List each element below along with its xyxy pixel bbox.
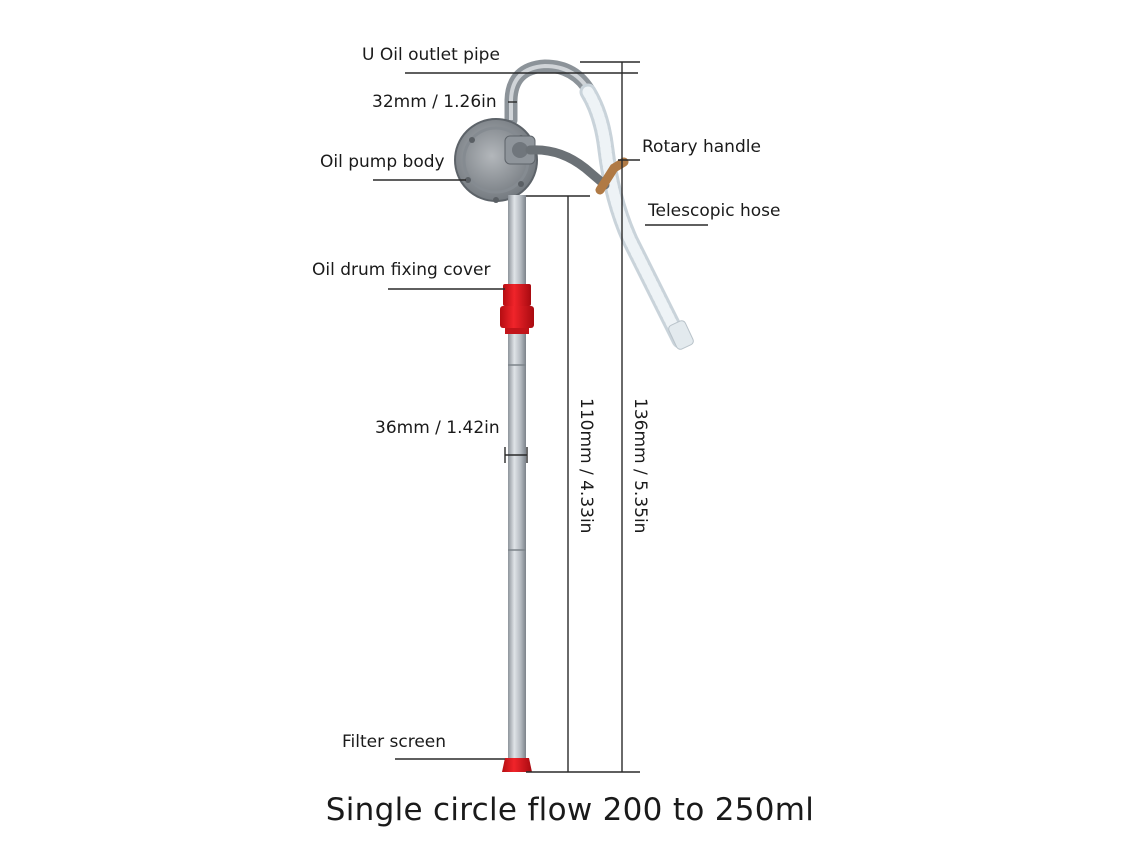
label-tube-diameter: 36mm / 1.42in	[375, 418, 500, 438]
label-filter-screen: Filter screen	[342, 732, 447, 752]
label-telescopic-hose: Telescopic hose	[648, 201, 781, 221]
rotary-handle	[525, 145, 629, 195]
label-oil-pump-body: Oil pump body	[320, 152, 445, 172]
telescopic-hose	[579, 83, 694, 350]
dimension-tube-length: 110mm / 4.33in	[576, 398, 596, 534]
suction-tube	[508, 195, 526, 760]
filter-screen	[502, 758, 532, 772]
dimension-lines	[526, 61, 640, 773]
label-u-oil-outlet-pipe: U Oil outlet pipe	[362, 45, 500, 65]
oil-drum-fixing-cover	[500, 284, 534, 334]
oil-pump-body	[454, 118, 538, 203]
label-rotary-handle: Rotary handle	[642, 137, 761, 157]
leader-lines	[373, 72, 708, 760]
label-outlet-diameter: 32mm / 1.26in	[372, 92, 497, 112]
caption-flow-rate: Single circle flow 200 to 250ml	[325, 792, 815, 828]
label-oil-drum-fixing-cover: Oil drum fixing cover	[312, 260, 491, 280]
dimension-total-height: 136mm / 5.35in	[630, 398, 650, 534]
